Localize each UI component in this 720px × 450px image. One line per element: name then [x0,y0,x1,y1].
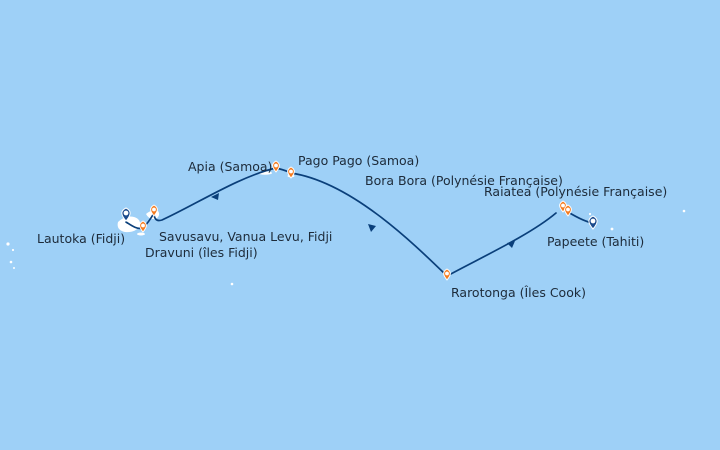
islet [610,227,614,231]
port-label-pagopago: Pago Pago (Samoa) [298,153,420,168]
port-label-borabora: Bora Bora (Polynésie Française) [365,173,563,188]
islet [9,260,13,264]
route-direction-arrows [211,193,515,248]
port-pin-icon[interactable] [272,160,280,173]
port-markers [121,160,598,281]
port-label-lautoka: Lautoka (Fidji) [37,231,126,246]
port-pin-icon[interactable] [139,220,147,233]
direction-arrow-icon [368,224,376,232]
port-pin-icon[interactable] [150,204,158,217]
islet [6,242,10,246]
islet [588,212,592,216]
port-label-papeete: Papeete (Tahiti) [547,234,645,249]
port-pin-icon[interactable] [564,204,572,217]
port-label-savusavu: Savusavu, Vanua Levu, Fidji [159,229,333,244]
islet [682,209,686,213]
port-label-rarotonga: Rarotonga (Îles Cook) [451,285,586,300]
islet [11,248,15,252]
direction-arrow-icon [507,241,515,248]
island-kadavu [137,232,145,236]
port-label-apia: Apia (Samoa) [188,159,273,174]
route-segment-apia-savusavu [153,167,277,222]
port-pin-icon[interactable] [443,268,451,281]
port-label-raiatea: Raiatea (Polynésie Française) [484,184,668,199]
port-pin-icon[interactable] [287,166,295,179]
route-segment-borabora-rarotonga [446,212,557,277]
port-label-dravuni: Dravuni (îles Fidji) [145,245,258,260]
endpoint-pin-icon[interactable] [588,215,598,230]
islet [13,267,15,269]
route-segment-rarotonga-pagopago [290,172,448,277]
endpoint-pin-icon[interactable] [121,207,131,222]
direction-arrow-icon [211,193,219,200]
islet [230,282,234,286]
